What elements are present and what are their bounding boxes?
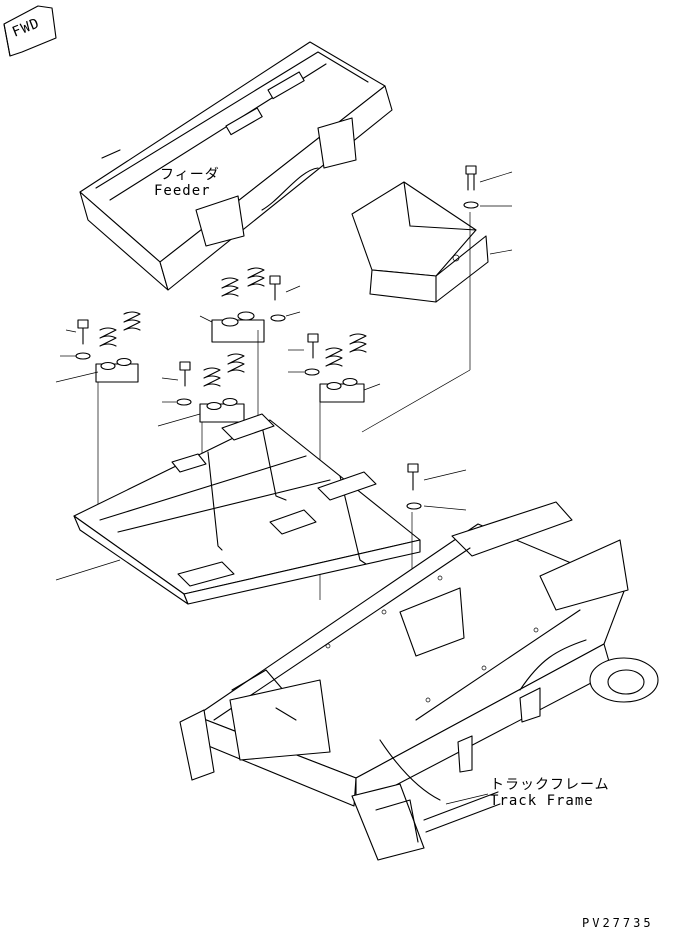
feeder-label-jp: フィーダ	[160, 167, 220, 183]
fwd-arrow-icon	[3, 5, 57, 57]
track-frame-leader	[445, 793, 489, 805]
bolt-washer-set-right	[361, 165, 513, 433]
feeder-label-en: Feeder	[154, 183, 211, 199]
mount-set-left	[55, 311, 141, 512]
cover-part	[351, 181, 489, 303]
mount-set-right	[288, 333, 381, 600]
drawing-number: PV27735	[582, 916, 654, 930]
track-frame-label-en: Track Frame	[490, 793, 594, 809]
track-frame-part	[179, 501, 659, 861]
mount-set-middle	[157, 353, 245, 536]
feeder-part	[79, 41, 393, 291]
sub-frame-part	[55, 413, 421, 605]
track-frame-label-jp: トラックフレーム	[490, 777, 610, 793]
mount-set-top	[199, 267, 301, 420]
